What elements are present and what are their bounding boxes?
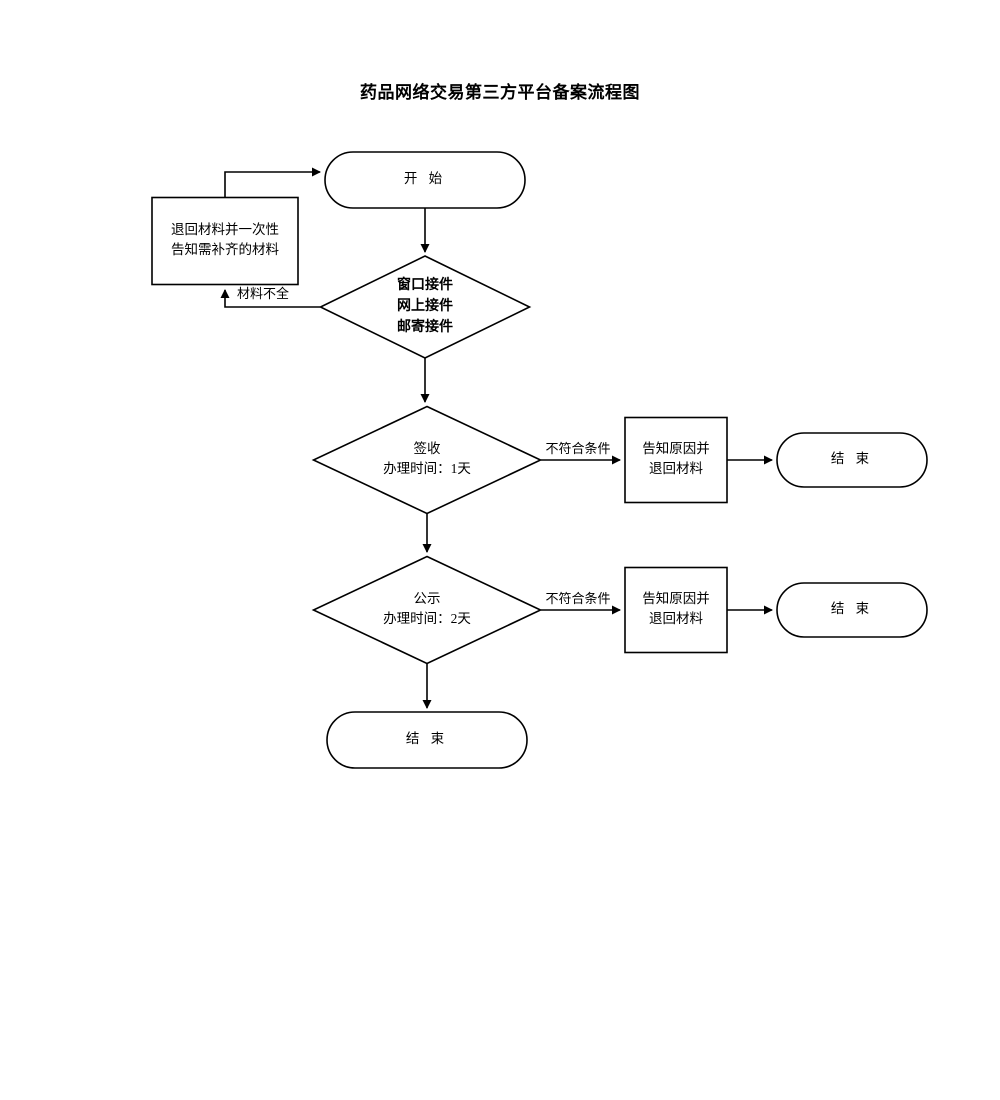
node-shape-rectangle [151, 196, 299, 286]
node-shape-stadium [776, 432, 928, 488]
page-title: 药品网络交易第三方平台备案流程图 [360, 83, 640, 102]
node-label: 签收 [414, 440, 441, 456]
node-shape-diamond [311, 555, 543, 665]
edge-path [224, 167, 321, 198]
node-shape-rectangle [624, 566, 728, 654]
node-label: 告知需补齐的材料 [171, 241, 279, 257]
node-shape-stadium [326, 711, 528, 769]
node-label: 告知原因并 [642, 590, 710, 606]
edge-intake-return: 材料不全 [220, 286, 320, 308]
node-shape-stadium [324, 151, 526, 209]
node-label: 网上接件 [397, 297, 453, 314]
edge-return-start [224, 167, 321, 198]
nodes-layer: 开 始退回材料并一次性告知需补齐的材料窗口接件网上接件邮寄接件签收办理时间：1天… [151, 151, 928, 769]
edge-label: 不符合条件 [545, 441, 610, 456]
node-label: 退回材料并一次性 [171, 222, 279, 237]
node-end-2[interactable]: 结 束 [776, 582, 928, 638]
node-label: 结 束 [831, 451, 873, 466]
edge-publicity-notify2: 不符合条件 [541, 591, 621, 615]
node-shape-diamond [318, 255, 532, 359]
edge-path [220, 289, 320, 308]
node-label: 结 束 [406, 731, 448, 746]
edge-label: 不符合条件 [545, 591, 610, 606]
edge-label: 材料不全 [237, 286, 289, 301]
node-shape-stadium [776, 582, 928, 638]
node-end-3[interactable]: 结 束 [326, 711, 528, 769]
node-label: 公示 [414, 591, 441, 606]
node-label: 退回材料 [649, 611, 703, 626]
node-label: 退回材料 [649, 461, 703, 476]
node-label: 结 束 [831, 601, 873, 616]
node-start[interactable]: 开 始 [324, 151, 526, 209]
node-label: 邮寄接件 [397, 318, 453, 335]
node-label: 窗口接件 [397, 276, 453, 293]
node-label: 办理时间：1天 [383, 461, 471, 476]
node-label: 告知原因并 [642, 440, 710, 456]
node-end-1[interactable]: 结 束 [776, 432, 928, 488]
node-label: 开 始 [404, 171, 446, 186]
node-shape-rectangle [624, 416, 728, 504]
node-label: 办理时间：2天 [383, 611, 471, 626]
edge-signoff-notify1: 不符合条件 [541, 441, 621, 465]
node-shape-diamond [311, 405, 543, 515]
